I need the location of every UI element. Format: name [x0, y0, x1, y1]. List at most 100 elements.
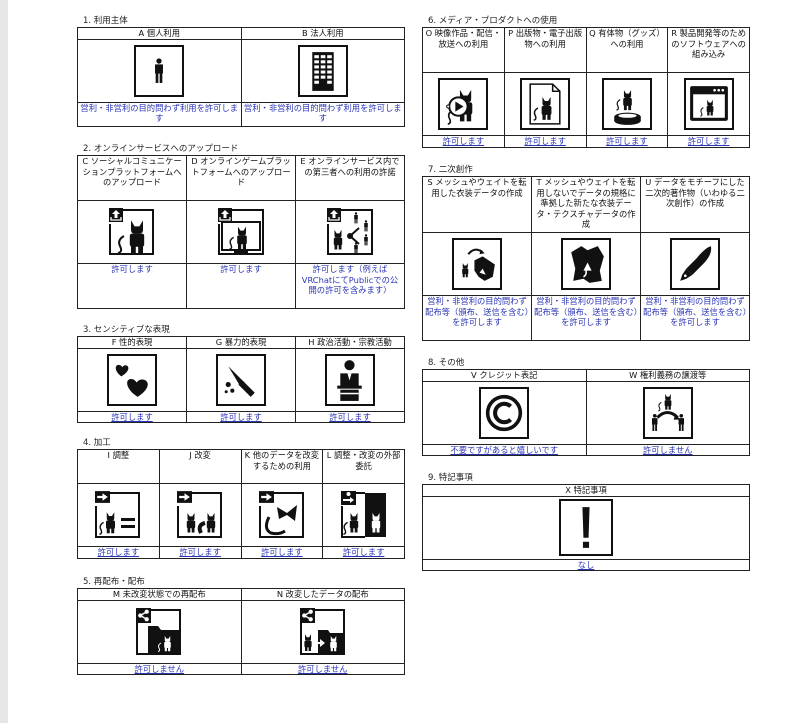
- figure-goods-icon: [601, 78, 652, 130]
- section-title: 1. 利用主体: [83, 16, 128, 26]
- item-status: 許可します: [111, 411, 153, 422]
- section-8-other: 8. その他 V クレジット表記 W 権利義務の譲渡等 不要ですがあると嬉しいで…: [422, 358, 750, 456]
- section-title: 2. オンラインサービスへのアップロード: [83, 144, 239, 154]
- item-status: 不要ですがあると嬉しいです: [450, 444, 559, 455]
- avatar-to-clothing-icon: [452, 238, 502, 290]
- item-status: 許可します: [97, 547, 140, 557]
- item-status: 許可します: [606, 136, 648, 146]
- item-label: N 改変したデータの配布: [240, 588, 405, 601]
- item-label: H 政治活動・宗教活動: [295, 336, 405, 349]
- page-margin-strip: [0, 0, 8, 723]
- building-icon: [297, 44, 348, 97]
- license-table: V クレジット表記 W 権利義務の譲渡等 不要ですがあると嬉しいです 許可しませ…: [422, 369, 750, 456]
- item-status: 許可します: [220, 411, 262, 422]
- upload-share-users-icon: [325, 206, 375, 258]
- podium-icon: [325, 353, 375, 406]
- section-2-online-upload: 2. オンラインサービスへのアップロード C ソーシャルコミュニケーションプラッ…: [77, 144, 405, 309]
- item-label: T メッシュやウェイトを転用しないでデータの規格に準拠した新たな衣装データ・テク…: [531, 176, 641, 233]
- rights-transfer-icon: [642, 386, 693, 439]
- software-window-icon: [683, 78, 734, 130]
- section-title: 5. 再配布・配布: [83, 577, 145, 587]
- section-title: 3. センシティブな表現: [83, 325, 170, 335]
- item-label: S メッシュやウェイトを転用した衣装データの作成: [422, 176, 532, 233]
- item-status: 許可します: [687, 136, 730, 146]
- item-status: なし: [577, 559, 595, 570]
- upload-monitor-icon: [216, 206, 266, 258]
- clothing-icon: [561, 238, 611, 290]
- item-status: 営利・非営利の目的問わず配布等（頒布、送信を含む）を許可します: [531, 295, 641, 341]
- section-7-derivative-works: 7. 二次創作 S メッシュやウェイトを転用した衣装データの作成 T メッシュや…: [422, 165, 750, 341]
- section-title: 6. メディア・プロダクトへの使用: [428, 16, 558, 26]
- item-status: 許可します（例えばVRChatにてPublicでの公開の許可を含みます）: [295, 263, 405, 309]
- item-status: 許可します: [329, 411, 371, 422]
- knife-icon: [216, 353, 266, 406]
- item-status: 許可します: [186, 263, 296, 309]
- section-title: 7. 二次創作: [428, 165, 473, 175]
- video-play-icon: [438, 78, 489, 130]
- item-status: 営利・非営利の目的問わず配布等（頒布、送信を含む）を許可します: [422, 295, 532, 341]
- item-label: L 調整・改変の外部委託: [322, 449, 405, 484]
- license-table: F 性的表現 G 暴力的表現 H 政治活動・宗教活動 許可します 許可します 許…: [77, 336, 405, 423]
- item-status: 許可します: [342, 547, 385, 557]
- license-table: O 映像作品・配信・放送への利用 P 出版物・電子出版物への利用 Q 有体物（グ…: [422, 27, 750, 148]
- item-status: 営利・非営利の目的問わず配布等（頒布、送信を含む）を許可します: [640, 295, 750, 341]
- section-6-media-product: 6. メディア・プロダクトへの使用 O 映像作品・配信・放送への利用 P 出版物…: [422, 16, 750, 148]
- item-label: I 調整: [77, 449, 160, 484]
- item-label: W 権利義務の譲渡等: [585, 369, 750, 382]
- item-status: 許可します: [442, 136, 485, 146]
- item-label: B 法人利用: [240, 27, 405, 40]
- item-status: 許可しません: [642, 444, 693, 455]
- share-folder-icon: [134, 605, 185, 658]
- item-label: M 未改変状態での再配布: [77, 588, 242, 601]
- item-label: K 他のデータを改変するための利用: [240, 449, 324, 484]
- outsource-icon: [338, 489, 389, 541]
- item-label: O 映像作品・配信・放送への利用: [422, 27, 505, 73]
- upload-avatar-icon: [107, 206, 157, 258]
- item-label: R 製品開発等のためのソフトウェアへの組み込み: [667, 27, 750, 73]
- license-table: A 個人利用 B 法人利用 営利・非営利の目的問わず利用を許可します 営利・非営…: [77, 27, 405, 127]
- section-1-usage-subject: 1. 利用主体 A 個人利用 B 法人利用 営利・非営利の目的問わず利用を許可し…: [77, 16, 405, 127]
- section-5-redistribution: 5. 再配布・配布 M 未改変状態での再配布 N 改変したデータの配布 許可しま…: [77, 577, 405, 675]
- copyright-icon: [479, 386, 530, 439]
- item-status: 営利・非営利の目的問わず利用を許可します: [240, 101, 405, 127]
- item-label: E オンラインサービス内での第三者への利用の許諾: [295, 155, 405, 201]
- item-label: X 特記事項: [422, 484, 750, 497]
- item-label: U データをモチーフにした二次的著作物（いわゆる二次創作）の作成: [640, 176, 750, 233]
- item-label: A 個人利用: [77, 27, 242, 40]
- item-label: P 出版物・電子出版物への利用: [503, 27, 587, 73]
- item-status: 許可します: [524, 136, 566, 146]
- license-table: S メッシュやウェイトを転用した衣装データの作成 T メッシュやウェイトを転用し…: [422, 176, 750, 341]
- item-label: D オンラインゲームプラットフォームへのアップロード: [186, 155, 296, 201]
- section-title: 8. その他: [428, 358, 465, 368]
- item-label: G 暴力的表現: [186, 336, 296, 349]
- adjust-icon: [93, 489, 144, 541]
- item-status: 許可します: [179, 547, 221, 557]
- modify-icon: [175, 489, 226, 541]
- license-table: M 未改変状態での再配布 N 改変したデータの配布 許可しません 許可しません: [77, 588, 405, 675]
- item-status: 許可します: [261, 547, 303, 557]
- item-label: V クレジット表記: [422, 369, 587, 382]
- license-table: I 調整 J 改変 K 他のデータを改変するための利用 L 調整・改変の外部委託…: [77, 449, 405, 559]
- item-status: 許可します: [77, 263, 187, 309]
- item-label: J 改変: [158, 449, 242, 484]
- section-title: 4. 加工: [83, 438, 111, 448]
- section-title: 9. 特記事項: [428, 473, 473, 483]
- item-status: 許可しません: [134, 663, 185, 674]
- document-icon: [520, 78, 571, 130]
- item-label: F 性的表現: [77, 336, 187, 349]
- hearts-icon: [107, 353, 157, 406]
- item-label: C ソーシャルコミュニケーションプラットフォームへのアップロード: [77, 155, 187, 201]
- section-4-processing: 4. 加工 I 調整 J 改変 K 他のデータを改変するための利用 L 調整・改…: [77, 438, 405, 559]
- item-status: 許可しません: [297, 663, 348, 674]
- item-status: 営利・非営利の目的問わず利用を許可します: [77, 101, 242, 127]
- parts-reuse-icon: [256, 489, 307, 541]
- person-icon: [134, 44, 185, 97]
- section-9-special-notes: 9. 特記事項 X 特記事項 なし: [422, 473, 750, 571]
- section-3-sensitive-expression: 3. センシティブな表現 F 性的表現 G 暴力的表現 H 政治活動・宗教活動 …: [77, 325, 405, 423]
- item-label: Q 有体物（グッズ）への利用: [585, 27, 669, 73]
- license-table: X 特記事項 なし: [422, 484, 750, 571]
- license-table: C ソーシャルコミュニケーションプラットフォームへのアップロード D オンライン…: [77, 155, 405, 309]
- share-modified-icon: [297, 605, 348, 658]
- exclamation-icon: [559, 499, 613, 556]
- pen-nib-icon: [670, 238, 720, 290]
